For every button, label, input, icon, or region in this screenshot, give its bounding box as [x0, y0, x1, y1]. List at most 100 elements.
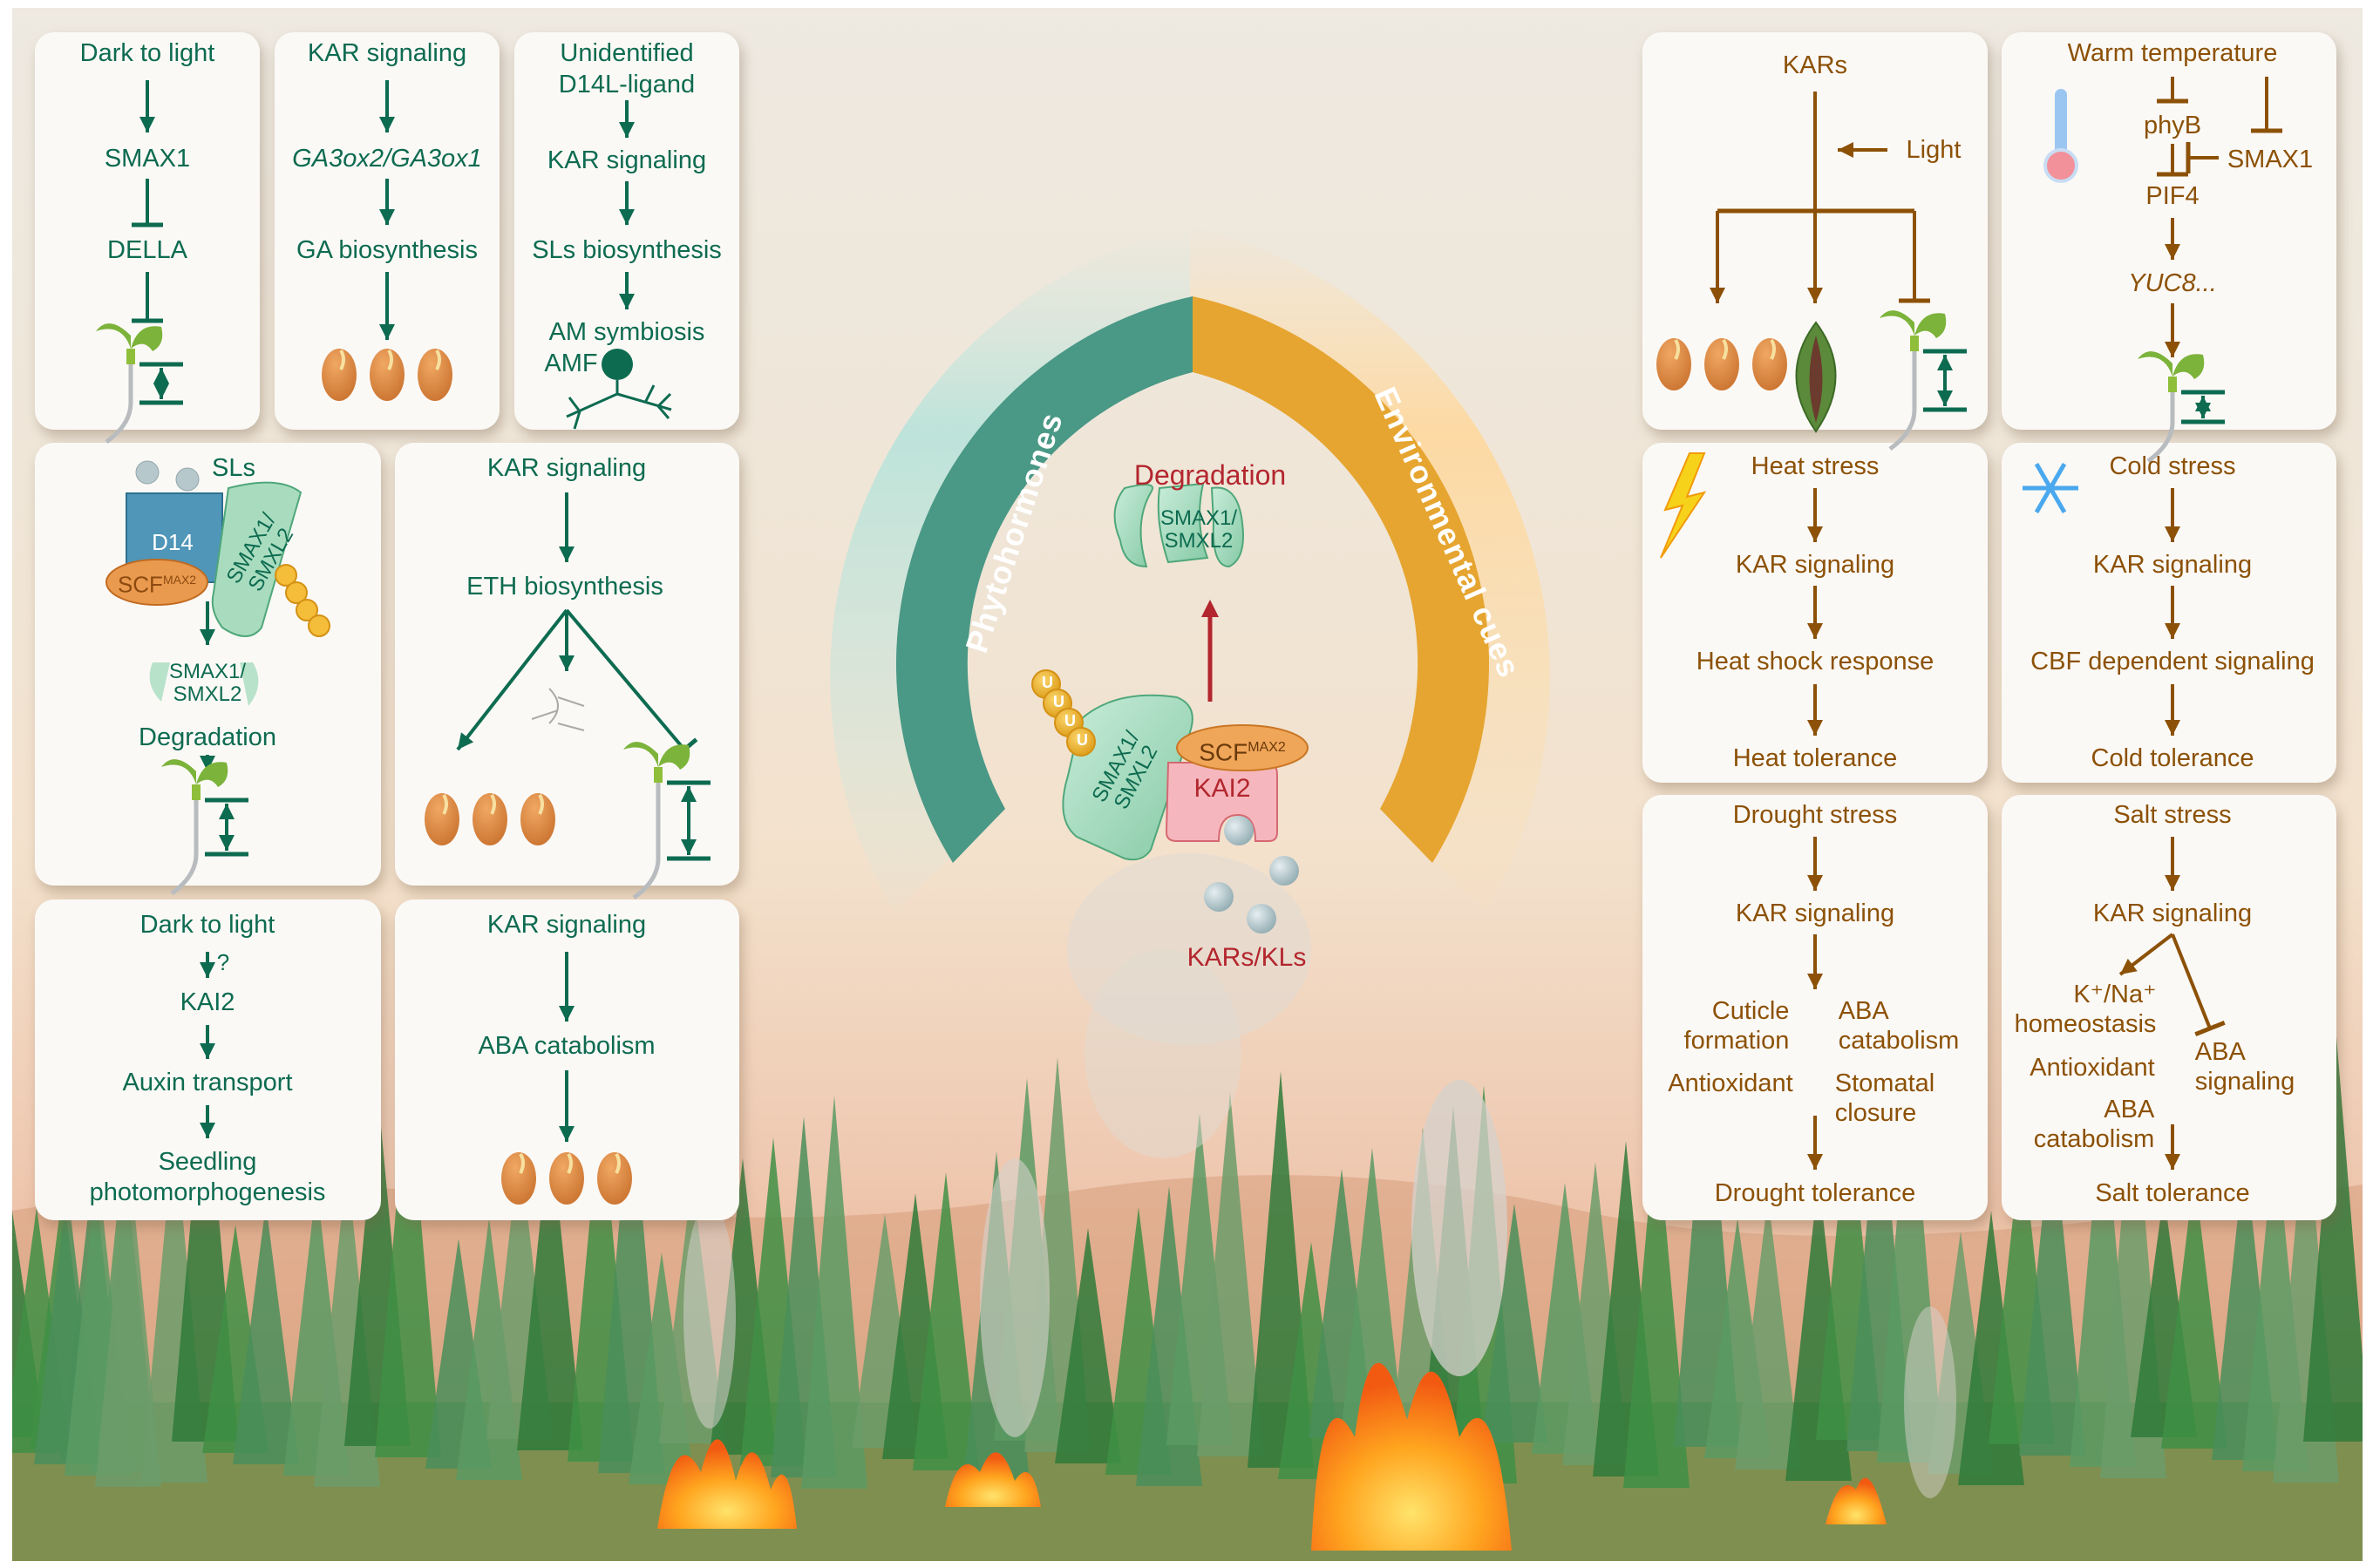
seed-icon: [501, 1152, 536, 1205]
cotyledon-icon: [623, 742, 658, 767]
cotyledon-icon: [196, 762, 228, 787]
arrowhead: [2165, 720, 2180, 736]
hypocotyl-icon: [1910, 336, 1919, 351]
ubiquitin-chain: [1031, 669, 1096, 757]
hypocotyl-icon: [654, 767, 663, 783]
snowflake-icon: [2034, 486, 2053, 513]
lightning-icon: [1660, 452, 1707, 559]
node-light: Light: [1906, 136, 1962, 164]
node-auxin-transport: Auxin transport: [122, 1069, 293, 1096]
arrowhead: [1807, 623, 1823, 639]
seed-icon: [1656, 338, 1691, 390]
fires: [657, 1362, 1887, 1551]
arrowhead: [2120, 958, 2138, 974]
pine-tree: [2303, 1036, 2363, 1442]
pine-trees: [12, 1036, 2363, 1489]
node-d14l-ligand: D14L-ligand: [558, 71, 696, 98]
kars-kls-label: KARs/KLs: [1186, 943, 1307, 972]
arrowhead: [2195, 403, 2211, 418]
pine-tree: [913, 1172, 979, 1470]
node-della: DELLA: [107, 236, 187, 264]
arrowhead: [200, 1123, 215, 1138]
seed-highlight: [387, 349, 393, 370]
node-am-symbiosis: AM symbiosis: [548, 318, 705, 346]
pine-tree: [233, 1204, 299, 1464]
pine-tree: [1197, 1092, 1263, 1456]
unknown-link-marker: ?: [216, 949, 230, 975]
node-sls: SLs: [212, 454, 255, 482]
arrowhead: [219, 835, 235, 851]
seedling-stem-icon: [170, 784, 199, 896]
seed-highlight: [442, 793, 448, 815]
degraded-protein-label: SMAX1/SMXL2: [1159, 506, 1238, 553]
seedling-stem-icon: [632, 767, 661, 900]
arrowhead: [681, 839, 697, 855]
cotyledon-icon: [1880, 310, 1914, 336]
cotyledon-icon: [2138, 351, 2172, 377]
ubiquitin-labels: U U U U: [1042, 674, 1088, 749]
node-eth-biosynthesis: ETH biosynthesis: [466, 573, 663, 601]
arrowhead: [2165, 875, 2180, 891]
hypocotyl-icon: [192, 784, 201, 800]
cotyledon-icon: [2172, 354, 2205, 379]
snowflake-icon: [2048, 463, 2067, 490]
node-scf-max2: SCFMAX2: [117, 571, 197, 598]
node-antioxidant: Antioxidant: [2030, 1054, 2155, 1082]
arrowhead: [2165, 244, 2180, 260]
kai2-label: KAI2: [1193, 774, 1251, 803]
node-kar-signaling: KAR signaling: [2092, 899, 2253, 927]
pine-tree: [375, 1068, 441, 1457]
ligand-ball: [1204, 882, 1234, 912]
seed-icon: [425, 793, 459, 845]
ubiquitin-icon: [308, 614, 330, 637]
thermometer-bulb-icon: [2043, 148, 2078, 183]
scf-max2-icon: [105, 559, 208, 606]
seed-icon: [520, 793, 555, 845]
inhibition-line: [2171, 933, 2212, 1029]
snowflake-icon: [2034, 463, 2053, 490]
kai2-receptor: [1165, 762, 1278, 842]
pine-tree: [2161, 1172, 2227, 1449]
seed-highlight: [435, 349, 441, 370]
arrowhead: [619, 209, 635, 225]
panel-salt-stress: [2002, 795, 2336, 1220]
node-k-na-homeostasis: K⁺/Na⁺homeostasis: [2014, 981, 2157, 1038]
seed-highlight: [567, 1152, 573, 1174]
seed-highlight: [615, 1152, 621, 1174]
ligand-ball: [1224, 816, 1254, 845]
seed-icon: [549, 1152, 584, 1205]
seed-icon: [1704, 338, 1739, 390]
arrowhead: [2165, 1154, 2180, 1170]
node-heat-stress: Heat stress: [1751, 452, 1880, 480]
arrowhead: [559, 1126, 575, 1142]
node-antioxidant: Antioxidant: [1668, 1069, 1793, 1097]
node-degradation: Degradation: [139, 723, 276, 751]
pine-tree: [95, 1144, 161, 1487]
sl-molecule-icon: [135, 460, 160, 485]
arrowhead: [1807, 526, 1823, 542]
scf-max2-complex: [1176, 724, 1309, 771]
arrowhead: [2165, 526, 2180, 542]
arrowhead: [219, 804, 235, 819]
ubiquitin-icon: [275, 564, 297, 587]
ubiquitin-icon: [285, 581, 308, 604]
ligand-ball: [1247, 904, 1276, 933]
activation-arrow: [456, 608, 568, 751]
arrowhead: [1807, 720, 1823, 736]
seed-icon: [1752, 338, 1787, 390]
cotyledon-icon: [161, 759, 196, 784]
seed-highlight: [1770, 338, 1776, 360]
seed-icon: [597, 1152, 632, 1205]
seed-icon: [418, 349, 452, 401]
seed-icon: [473, 793, 507, 845]
inhibition-line: [565, 608, 686, 751]
seed-icon: [370, 349, 405, 401]
snowflake-icon: [2048, 486, 2067, 513]
node-kar-signaling: KAR signaling: [1735, 551, 1895, 579]
node-smax1: SMAX1: [2227, 146, 2314, 173]
node-kar-signaling: KAR signaling: [486, 454, 647, 482]
seed-highlight: [519, 1152, 525, 1174]
arrowhead: [1937, 390, 1953, 406]
